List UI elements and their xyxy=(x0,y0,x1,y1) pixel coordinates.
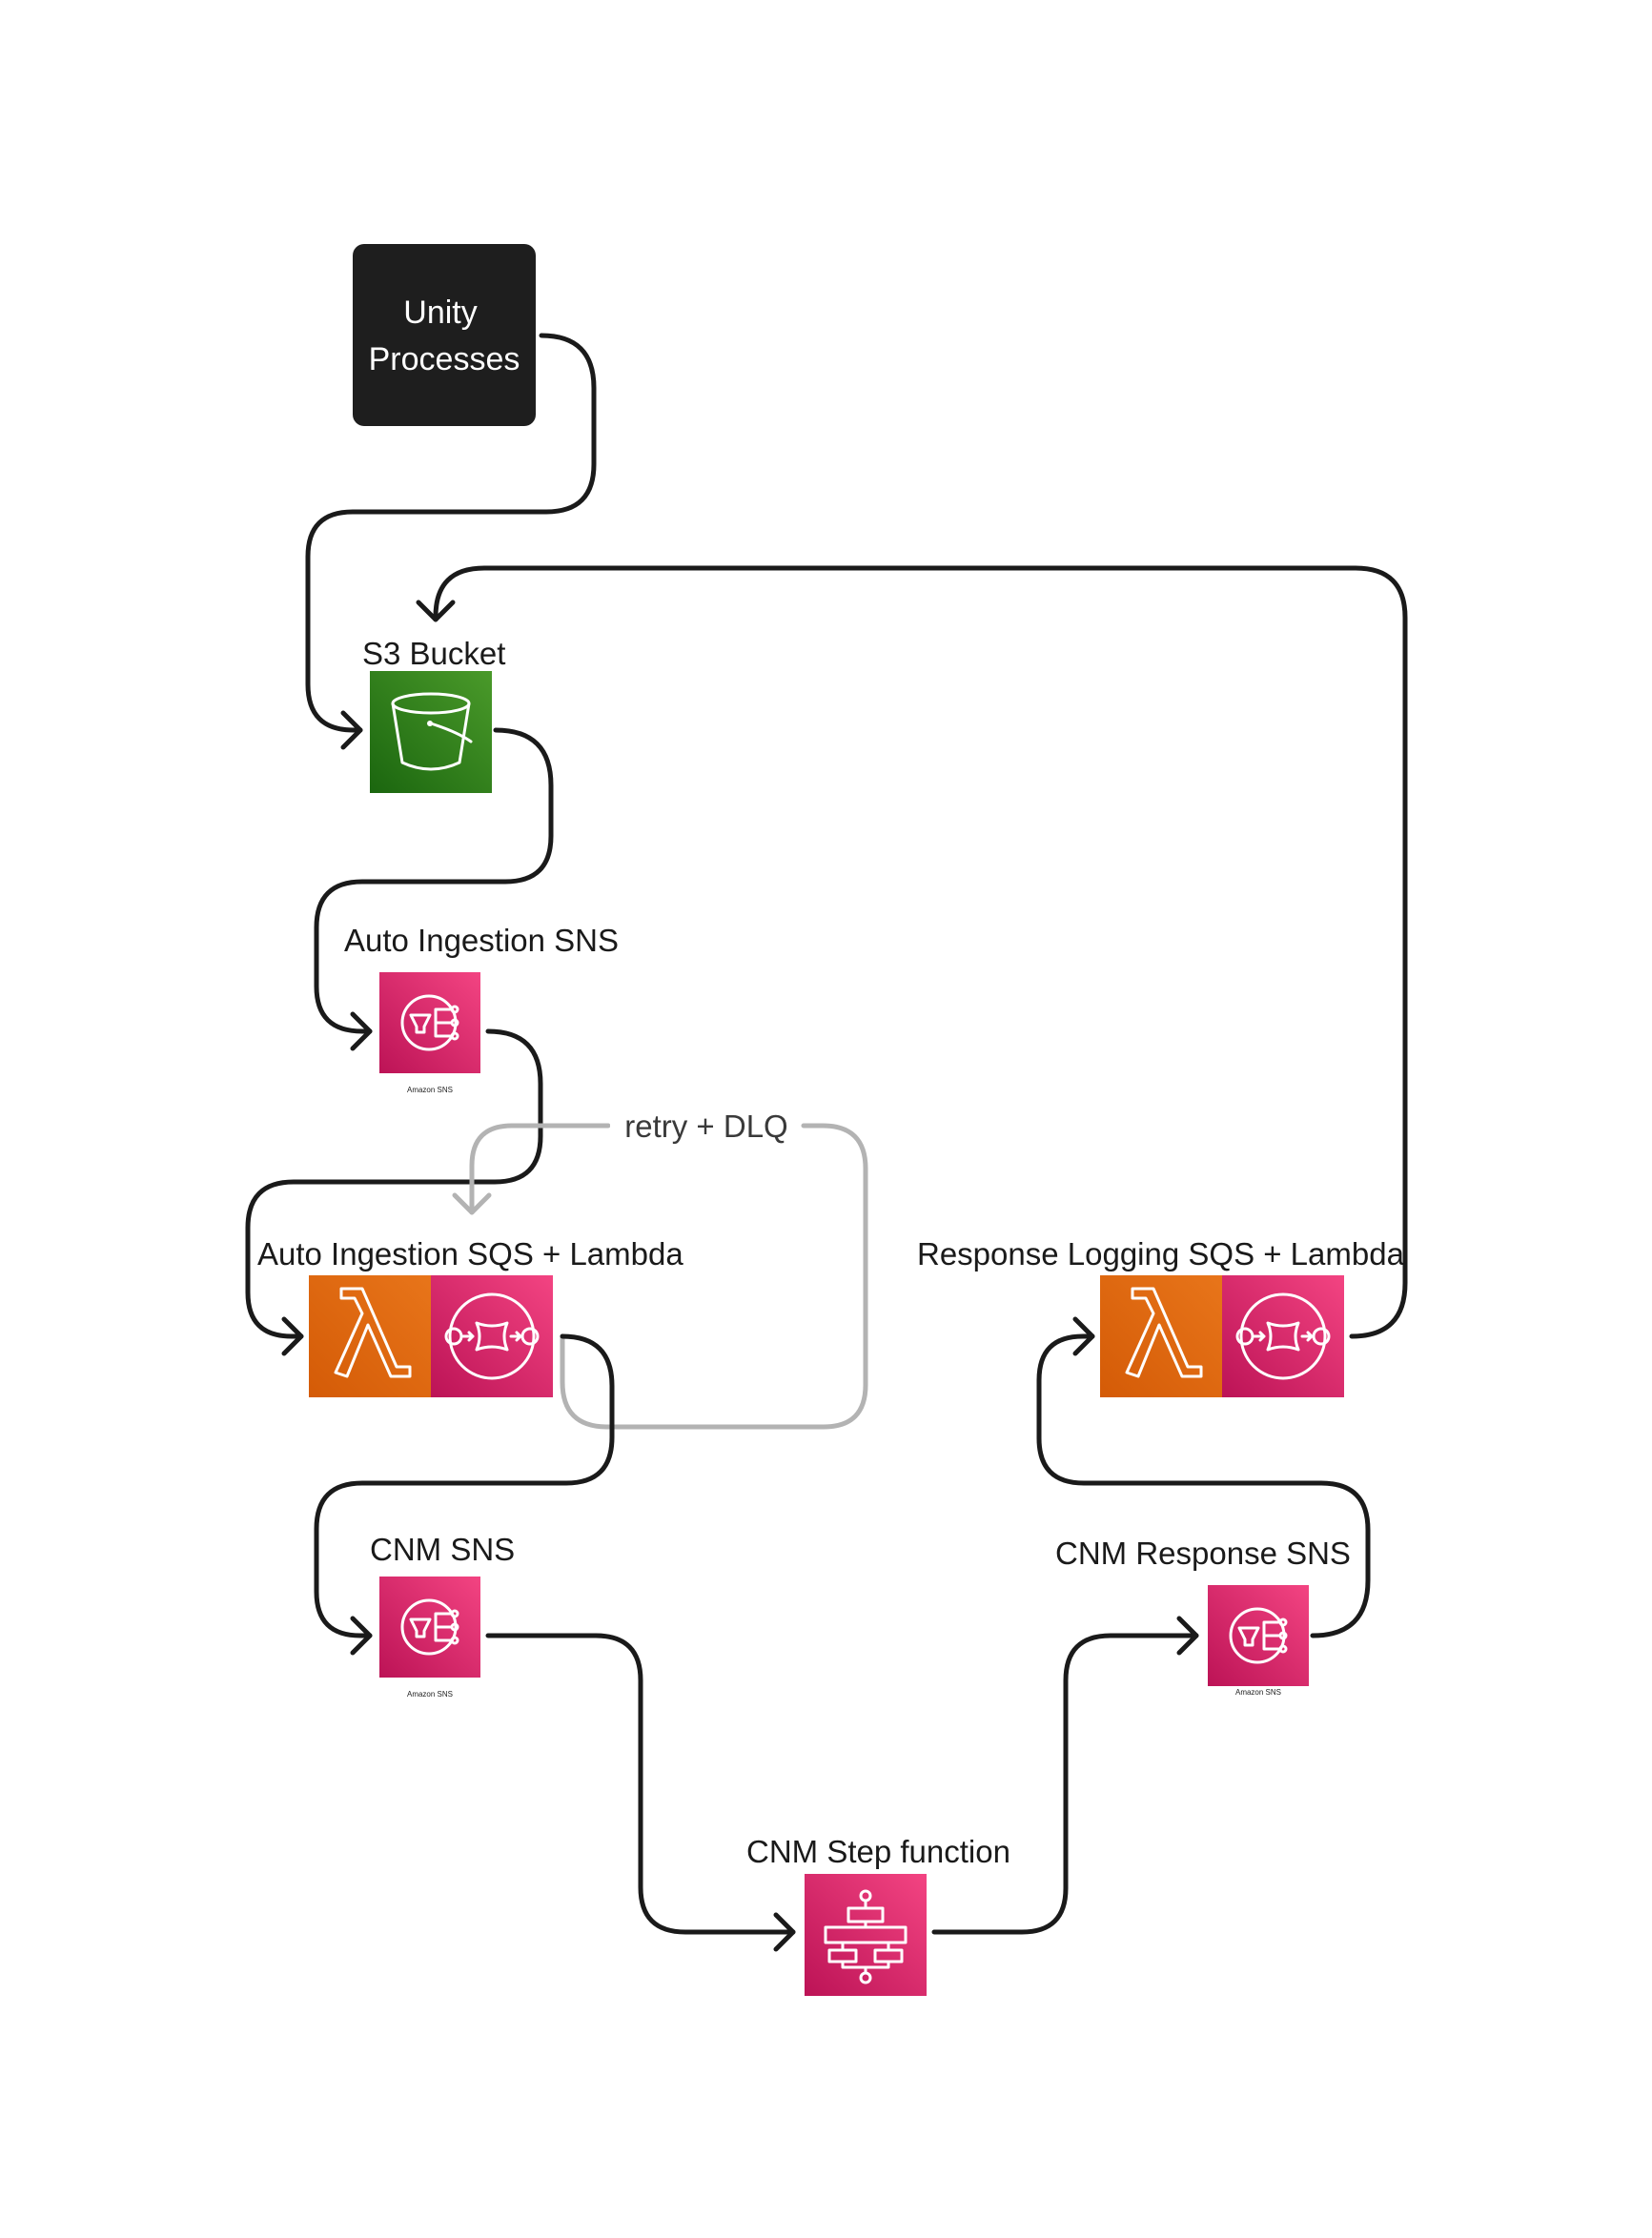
edge-retry-dlq-entry xyxy=(469,1123,611,1215)
s3-bucket-node[interactable]: S3 Bucket xyxy=(362,636,505,793)
arrowhead-response-sns xyxy=(1176,1616,1199,1656)
response-logging-label: Response Logging SQS + Lambda xyxy=(917,1236,1405,1272)
arrowhead-s3 xyxy=(340,710,363,750)
cnm-step-function-node[interactable]: CNM Step function xyxy=(746,1834,1010,1996)
cnm-sns-tile xyxy=(379,1577,480,1678)
edge-auto-sns-to-sqs xyxy=(245,1028,543,1339)
arrowhead-auto-sqs xyxy=(281,1316,304,1356)
unity-processes-node[interactable]: Unity Processes xyxy=(353,244,536,426)
arrowhead-retry xyxy=(452,1192,492,1215)
auto-ingestion-sns-label: Auto Ingestion SNS xyxy=(344,923,619,958)
cnm-response-sns-node[interactable]: CNM Response SNS Amazon SNS xyxy=(1055,1536,1351,1697)
unity-processes-label-line1: Unity xyxy=(403,295,477,331)
sns-icon xyxy=(400,994,459,1051)
arrowhead-cnm-sns xyxy=(350,1616,373,1656)
edge-s3-to-auto-sns xyxy=(314,727,554,1034)
edge-response-sns-to-logging xyxy=(1036,1333,1371,1638)
auto-ingestion-sns-caption: Amazon SNS xyxy=(407,1086,453,1094)
cnm-step-function-label: CNM Step function xyxy=(746,1834,1010,1869)
cnm-sns-label: CNM SNS xyxy=(370,1532,515,1567)
edge-step-to-response-sns xyxy=(931,1633,1199,1935)
unity-processes-box xyxy=(353,244,536,426)
cnm-response-sns-label: CNM Response SNS xyxy=(1055,1536,1351,1571)
edge-auto-sqs-to-cnm-sns xyxy=(314,1333,615,1638)
auto-ingestion-sqs-lambda-node[interactable]: Auto Ingestion SQS + Lambda xyxy=(257,1236,683,1397)
edge-logging-to-s3 xyxy=(433,565,1408,1339)
s3-bucket-icon xyxy=(391,692,473,771)
sns-icon xyxy=(400,1598,459,1656)
sns-icon xyxy=(1229,1607,1288,1664)
unity-processes-label-line2: Processes xyxy=(369,341,520,377)
arrowhead-logging xyxy=(1072,1316,1095,1356)
cnm-sns-node[interactable]: CNM SNS Amazon SNS xyxy=(370,1532,515,1699)
lambda-icon xyxy=(1125,1287,1203,1378)
auto-lambda-tile xyxy=(309,1275,431,1397)
arrowhead-step xyxy=(773,1912,796,1952)
response-lambda-tile xyxy=(1100,1275,1222,1397)
arrowhead-s3-top xyxy=(416,600,456,622)
edge-retry-dlq xyxy=(560,1123,868,1430)
s3-bucket-label: S3 Bucket xyxy=(362,636,505,671)
cnm-sns-caption: Amazon SNS xyxy=(407,1690,453,1699)
cnm-response-sns-tile xyxy=(1208,1585,1309,1686)
sqs-icon xyxy=(444,1292,540,1380)
retry-dlq-label: retry + DLQ xyxy=(624,1109,787,1144)
response-logging-sqs-lambda-node[interactable]: Response Logging SQS + Lambda xyxy=(917,1236,1405,1397)
lambda-icon xyxy=(334,1287,412,1378)
edge-cnm-sns-to-step xyxy=(485,1633,796,1935)
sqs-icon xyxy=(1235,1292,1331,1380)
auto-ingestion-sqs-lambda-label: Auto Ingestion SQS + Lambda xyxy=(257,1236,683,1272)
retry-label-bg xyxy=(610,1106,801,1146)
cnm-response-sns-caption: Amazon SNS xyxy=(1235,1688,1281,1697)
auto-ingestion-sns-node[interactable]: Auto Ingestion SNS Amazon SNS xyxy=(344,923,619,1094)
edge-unity-to-s3 xyxy=(305,333,597,733)
s3-bucket-tile xyxy=(370,671,492,793)
step-functions-icon xyxy=(824,1889,908,1984)
connectors xyxy=(245,333,1408,1952)
auto-ingestion-sns-tile xyxy=(379,972,480,1073)
arrowhead-auto-sns xyxy=(350,1011,373,1051)
